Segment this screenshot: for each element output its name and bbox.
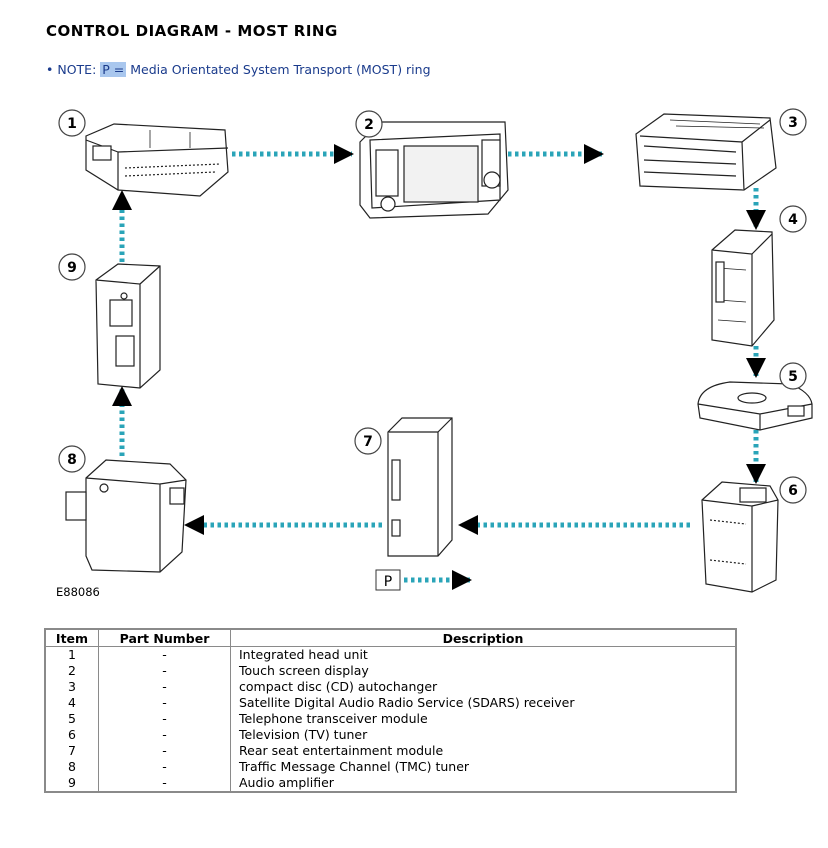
callout-1: 1 [58,109,86,137]
callout-5: 5 [779,362,807,390]
row-description: Satellite Digital Audio Radio Service (S… [230,695,737,711]
page-title: CONTROL DIAGRAM - MOST RING [46,22,338,40]
table-row: 5-Telephone transceiver module [44,711,737,727]
parts-table: Item Part Number Description 1-Integrate… [44,628,737,793]
row-description: Audio amplifier [230,775,737,792]
table-row: 8-Traffic Message Channel (TMC) tuner [44,759,737,775]
callout-3-label: 3 [788,115,798,131]
row-description: Touch screen display [230,663,737,679]
table-row: 7-Rear seat entertainment module [44,743,737,759]
legend-symbol-box: P [375,569,401,591]
row-part-number: - [98,759,231,775]
row-part-number: - [98,727,231,743]
row-item: 8 [44,759,99,775]
row-item: 5 [44,711,99,727]
row-item: 1 [44,646,99,663]
component-2-touch-screen [359,121,509,219]
component-4-sdars-receiver [711,229,775,347]
callout-9-label: 9 [67,260,77,276]
table-row: 4-Satellite Digital Audio Radio Service … [44,695,737,711]
component-7-rse-module [387,417,453,557]
component-6-tv-tuner [701,481,779,593]
component-3-cd-autochanger [635,113,777,191]
header-item: Item [44,628,99,647]
header-part-number: Part Number [98,628,231,647]
note-symbol: P = [100,62,127,77]
legend-symbol-label: P [384,574,392,590]
most-ring-diagram: 1 2 3 4 5 6 7 8 9 P [58,108,813,593]
table-row: 9-Audio amplifier [44,775,737,792]
callout-8-label: 8 [67,452,77,468]
most-links [112,144,766,590]
callout-5-label: 5 [788,369,798,385]
note-prefix: NOTE: [57,62,97,77]
figure-code: E88086 [56,585,100,599]
table-header-row: Item Part Number Description [44,628,737,647]
row-description: Telephone transceiver module [230,711,737,727]
callout-1-label: 1 [67,116,77,132]
component-5-telephone-module [697,381,813,431]
row-part-number: - [98,775,231,792]
row-item: 9 [44,775,99,792]
callout-9: 9 [58,253,86,281]
row-item: 4 [44,695,99,711]
row-description: Television (TV) tuner [230,727,737,743]
row-part-number: - [98,695,231,711]
callout-7-label: 7 [363,434,373,450]
callout-6-label: 6 [788,483,798,499]
row-item: 6 [44,727,99,743]
note-bullet: • [46,62,54,77]
callout-4: 4 [779,205,807,233]
row-description: Integrated head unit [230,646,737,663]
header-description: Description [230,628,737,647]
row-part-number: - [98,679,231,695]
callout-3: 3 [779,108,807,136]
callout-6: 6 [779,476,807,504]
row-item: 2 [44,663,99,679]
table-row: 3-compact disc (CD) autochanger [44,679,737,695]
component-9-audio-amplifier [95,263,161,389]
note-text: Media Orientated System Transport (MOST)… [130,62,431,77]
callout-7: 7 [354,427,382,455]
note-line: • NOTE: P = Media Orientated System Tran… [46,62,431,77]
callout-8: 8 [58,445,86,473]
row-description: Rear seat entertainment module [230,743,737,759]
callout-2: 2 [355,110,383,138]
row-item: 3 [44,679,99,695]
callout-2-label: 2 [364,117,374,133]
callouts: 1 2 3 4 5 6 7 8 9 [58,108,807,504]
component-8-tmc-tuner [65,459,187,573]
row-part-number: - [98,663,231,679]
component-1-head-unit [85,123,229,197]
callout-4-label: 4 [788,212,798,228]
row-description: compact disc (CD) autochanger [230,679,737,695]
table-row: 1-Integrated head unit [44,646,737,663]
table-row: 2-Touch screen display [44,663,737,679]
row-description: Traffic Message Channel (TMC) tuner [230,759,737,775]
row-item: 7 [44,743,99,759]
row-part-number: - [98,743,231,759]
row-part-number: - [98,646,231,663]
table-row: 6-Television (TV) tuner [44,727,737,743]
row-part-number: - [98,711,231,727]
